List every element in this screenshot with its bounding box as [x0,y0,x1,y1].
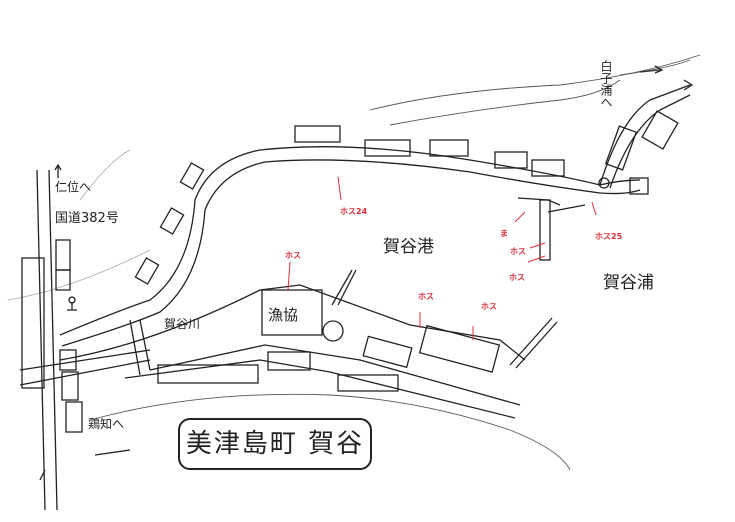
route-label: 国道382号 [55,211,119,226]
to-south-label: 鶏知へ [88,417,125,431]
map-title: 美津島町 賀谷 [178,418,372,470]
marker-label: ホス25 [595,232,623,241]
to-north-label: 仁位へ [55,180,92,194]
bay-label: 賀谷浦 [603,273,654,293]
marker-label: ホス [509,273,525,282]
marker-label: ホス [418,292,434,301]
harbor-label: 賀谷港 [383,237,434,257]
marker-label: ホス [285,251,301,260]
marker-label: ホス24 [340,207,368,216]
marker-label: ま [500,229,508,238]
fishery-coop-label: 漁協 [268,306,299,324]
marker-label: ホス [510,247,526,256]
river-label: 賀谷川 [164,317,201,331]
to-shirakoura-label: 白子浦へ [599,60,613,108]
marker-label: ホス [481,302,497,311]
